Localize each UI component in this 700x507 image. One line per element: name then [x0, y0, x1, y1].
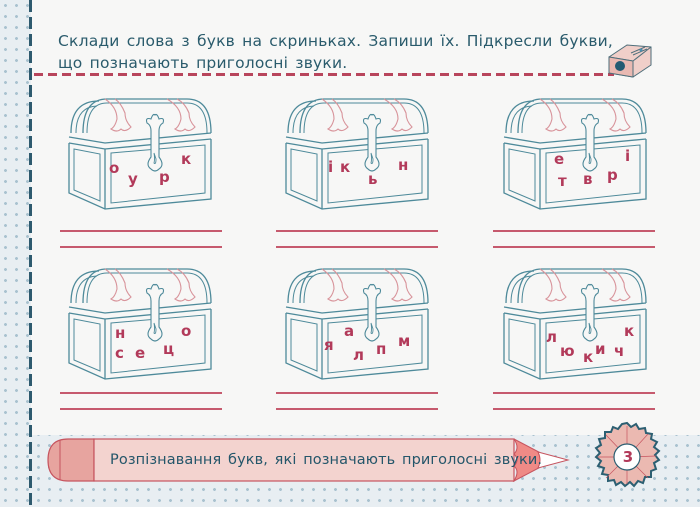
chest-letter: п: [376, 340, 387, 358]
chest-letter: к: [340, 158, 351, 176]
chest-letter: к: [181, 150, 192, 168]
chest-card-6: л ю к и ч к: [490, 258, 670, 418]
answer-line[interactable]: [60, 246, 222, 248]
worksheet-page: [31, 0, 700, 430]
answer-line[interactable]: [493, 408, 655, 410]
pencil-icon: [47, 438, 570, 482]
chest-letter: л: [353, 346, 364, 364]
treasure-chest-icon: [68, 98, 212, 210]
chest-letter: н: [398, 156, 409, 174]
margin-dashed-line: [29, 0, 32, 507]
instruction-line-2: що позначають приголосні звуки.: [58, 54, 348, 72]
chest-letter: с: [115, 344, 124, 362]
chest-letter: я: [324, 336, 334, 354]
chest-letter: і: [625, 147, 631, 165]
chest-letter: к: [583, 348, 594, 366]
pencil-sharpener-icon: [608, 44, 652, 78]
chest-letter: и: [595, 340, 606, 358]
chest-letter: у: [128, 170, 138, 188]
page-number: 3: [622, 448, 634, 466]
chest-letter: ь: [368, 170, 378, 188]
chest-card-2: і к ь н: [272, 88, 452, 248]
chest-letter: е: [135, 344, 146, 362]
chest-letter: ч: [614, 342, 625, 360]
answer-line[interactable]: [493, 392, 655, 394]
chest-letter: т: [558, 172, 567, 190]
treasure-chest-icon: [68, 268, 212, 380]
chest-letter: ц: [163, 340, 175, 358]
answer-line[interactable]: [276, 246, 438, 248]
answer-line[interactable]: [276, 230, 438, 232]
chest-letter: е: [554, 150, 565, 168]
pencil-shavings-icon: [594, 421, 661, 488]
answer-line[interactable]: [60, 392, 222, 394]
chest-letter: н: [115, 324, 126, 342]
chest-letter: р: [159, 168, 170, 186]
page-fill: [31, 430, 700, 435]
title-dashed-divider: [34, 73, 614, 76]
chest-card-3: е т в р і: [490, 88, 670, 248]
topic-label: Розпізнавання букв, які позначають приго…: [110, 452, 543, 468]
answer-line[interactable]: [60, 408, 222, 410]
chest-letter: і: [328, 158, 334, 176]
chest-card-5: я а л п м: [272, 258, 452, 418]
chest-card-4: н с е ц о: [55, 258, 235, 418]
chest-letter: о: [181, 322, 192, 340]
answer-line[interactable]: [493, 246, 655, 248]
treasure-chest-icon: [285, 98, 429, 210]
chest-letter: а: [344, 322, 355, 340]
chest-letter: м: [398, 332, 411, 350]
instruction-line-1: Склади слова з букв на скриньках. Запиши…: [58, 32, 614, 50]
answer-line[interactable]: [60, 230, 222, 232]
task-instruction: Склади слова з букв на скриньках. Запиши…: [58, 30, 618, 74]
chest-letter: р: [607, 166, 618, 184]
answer-line[interactable]: [493, 230, 655, 232]
chest-letter: к: [624, 322, 635, 340]
chest-letter: в: [583, 170, 593, 188]
chest-letter: о: [109, 159, 120, 177]
answer-line[interactable]: [276, 408, 438, 410]
chest-card-1: о у р к: [55, 88, 235, 248]
chest-letter: л: [546, 328, 557, 346]
chest-letter: ю: [560, 342, 575, 360]
answer-line[interactable]: [276, 392, 438, 394]
